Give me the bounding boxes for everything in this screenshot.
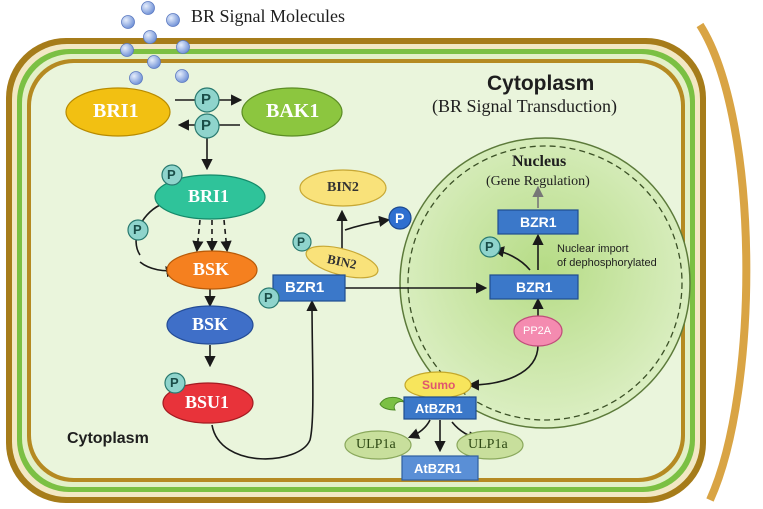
sumo-tag-tail	[379, 396, 406, 411]
phosphate-label: P	[167, 167, 176, 182]
bri1-phospho-label: BRI1	[188, 186, 230, 206]
phosphate-groups	[127, 87, 501, 394]
br-signal-molecules	[120, 1, 190, 85]
phosphate-label: P	[201, 117, 212, 134]
phosphate-icon	[164, 372, 186, 394]
phosphate-icon	[194, 87, 220, 113]
atbzr1-bottom-box	[401, 455, 479, 481]
phosphate-label: P	[395, 210, 405, 226]
nuclear-import-label-line2: of dephosphorylated	[557, 257, 657, 269]
bzr1-boxes	[272, 209, 579, 481]
bri1-receptor-label: BRI1	[93, 100, 139, 122]
outer-cell-wall-curve	[696, 22, 751, 502]
phosphate-icon	[194, 113, 220, 139]
atbzr1-top-box	[403, 396, 477, 420]
phosphate-label: P	[133, 222, 142, 237]
phosphate-icon	[479, 236, 501, 258]
nucleus-membrane-dashed	[407, 145, 683, 421]
bak1-shape	[241, 87, 343, 137]
phosphate-icon	[388, 206, 412, 230]
bri1-teal-shape	[154, 174, 266, 220]
bzr1-top-label: BZR1	[520, 214, 557, 230]
phosphate-icon	[292, 232, 312, 252]
bin2-free-shape	[299, 169, 387, 207]
cytoplasm-label: Cytoplasm	[67, 430, 149, 447]
bzr1-cyto-label: BZR1	[285, 279, 325, 296]
ulp1a-left-label: ULP1a	[356, 437, 396, 452]
bsk-orange-label: BSK	[193, 259, 230, 279]
phosphate-icon	[127, 219, 149, 241]
bin2-free-label: BIN2	[327, 180, 359, 195]
atbzr1-bottom-label: AtBZR1	[414, 461, 462, 476]
phosphate-label: P	[201, 91, 212, 108]
bzr1-nuclear-label: BZR1	[516, 279, 553, 295]
ulp1a-left-shape	[344, 430, 412, 460]
atbzr1-top-label: AtBZR1	[415, 401, 463, 416]
cytoplasm-title: Cytoplasm	[487, 72, 595, 95]
bri1-receptor-shape	[65, 87, 171, 137]
pp2a-shape	[513, 315, 563, 347]
bak1-label: BAK1	[266, 100, 320, 122]
bzr1-top-box	[497, 209, 579, 235]
phosphate-icon	[161, 164, 183, 186]
bsu1-label: BSU1	[185, 392, 230, 412]
bsk-blue-label: BSK	[192, 314, 229, 334]
nucleus-subtitle: (Gene Regulation)	[486, 174, 590, 189]
bsk-blue-shape	[166, 305, 254, 345]
bzr1-nuclear-box	[489, 274, 579, 300]
bzr1-cyto-box	[272, 274, 346, 302]
phosphate-label: P	[297, 235, 306, 249]
cytoplasm-subtitle: (BR Signal Transduction)	[432, 96, 618, 116]
protein-nodes	[65, 87, 563, 460]
pp2a-label: PP2A	[523, 325, 552, 337]
phosphate-label: P	[485, 239, 494, 254]
sumo-label: Sumo	[422, 378, 456, 392]
phosphate-label: P	[264, 290, 273, 305]
bsu1-shape	[162, 382, 254, 424]
signal-molecules-label: BR Signal Molecules	[191, 6, 345, 26]
ulp1a-right-label: ULP1a	[468, 437, 508, 452]
ulp1a-right-shape	[456, 430, 524, 460]
nucleus-title: Nucleus	[512, 153, 567, 170]
phosphate-icon	[258, 287, 280, 309]
nuclear-import-label-line1: Nuclear import	[557, 243, 629, 255]
phosphate-label: P	[170, 375, 179, 390]
bsk-orange-shape	[166, 250, 258, 290]
